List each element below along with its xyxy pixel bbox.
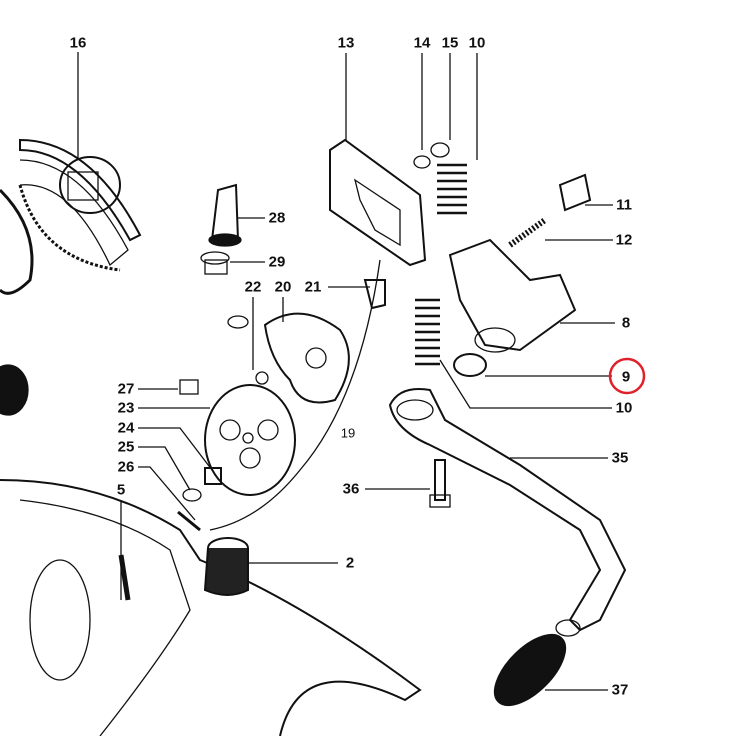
part-label-19: 19 — [340, 425, 356, 441]
part-label-5: 5 — [116, 481, 126, 499]
part-label-14: 14 — [413, 34, 431, 52]
part-label-15: 15 — [441, 34, 459, 52]
part-label-21: 21 — [304, 278, 322, 296]
part-label-10-top: 10 — [468, 34, 486, 52]
part-label-22: 22 — [244, 278, 262, 296]
part-label-16: 16 — [69, 34, 87, 52]
part-label-13: 13 — [337, 34, 355, 52]
part-label-26: 26 — [117, 458, 135, 476]
part-label-24: 24 — [117, 419, 135, 437]
part-label-36: 36 — [342, 480, 360, 498]
part-label-29: 29 — [268, 253, 286, 271]
part-label-37: 37 — [611, 681, 629, 699]
part-label-27: 27 — [117, 380, 135, 398]
part-label-11: 11 — [616, 196, 632, 214]
part-label-23: 23 — [117, 399, 135, 417]
highlight-circle — [608, 357, 646, 395]
part-label-28: 28 — [268, 209, 286, 227]
part-label-25: 25 — [117, 438, 135, 456]
part-label-8: 8 — [621, 314, 631, 332]
part-label-10-right: 10 — [615, 399, 633, 417]
part-label-9-highlighted: 9 — [621, 368, 631, 386]
part-label-35: 35 — [611, 449, 629, 467]
part-label-20: 20 — [274, 278, 292, 296]
part-label-12: 12 — [615, 231, 633, 249]
part-label-2: 2 — [345, 554, 355, 572]
